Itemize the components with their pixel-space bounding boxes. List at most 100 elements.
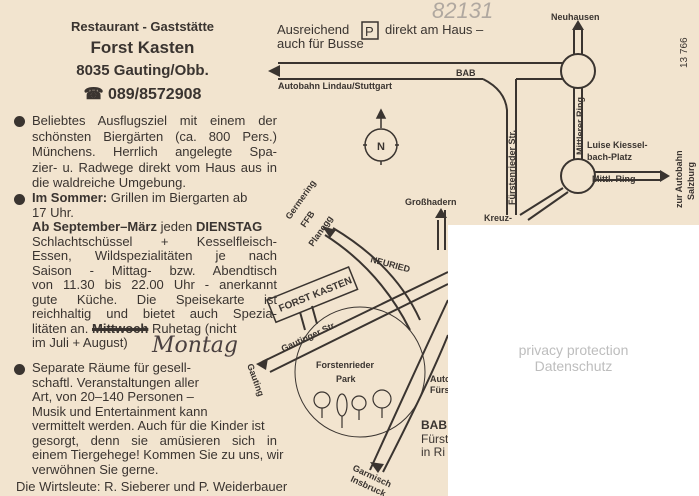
arrow-east-icon bbox=[660, 170, 670, 182]
roundabout-south bbox=[560, 158, 596, 194]
label-luise-2: bach-Platz bbox=[587, 152, 633, 162]
text-line: Beliebtes Ausflugsziel mit einem der bbox=[32, 113, 277, 128]
text-line: zier- u. Radwege direkt vom Haus aus in bbox=[32, 159, 277, 175]
park-outline bbox=[294, 306, 426, 438]
label-park-2: Park bbox=[336, 374, 357, 384]
compass-icon bbox=[363, 108, 399, 165]
label-salzburg-1: zur Autobahn bbox=[674, 150, 684, 208]
parking-text-c: auch für Busse bbox=[277, 36, 364, 51]
text-line: die waldreiche Umgebung. bbox=[32, 175, 186, 191]
roundabout-north bbox=[560, 53, 596, 89]
phone-number: 089/8572908 bbox=[107, 86, 202, 103]
parking-text-b: direkt am Haus – bbox=[385, 22, 484, 37]
card-number: 13 766 bbox=[679, 37, 690, 68]
paragraph-summer: Im Sommer: Grillen im Biergarten ab 17 U… bbox=[14, 190, 277, 351]
bold-label: Im Sommer: bbox=[32, 190, 108, 205]
label-ffb: FFB bbox=[298, 209, 317, 229]
road-garmisch bbox=[369, 299, 449, 473]
label-fuerstenrieder: Fürstenrieder Str. bbox=[507, 130, 517, 205]
label-neuhausen: Neuhausen bbox=[551, 12, 600, 22]
text-line: Art, von 20–140 Personen – bbox=[32, 389, 194, 404]
phone-line: ☎ 089/8572908 bbox=[20, 84, 265, 104]
text-span: litäten an. bbox=[32, 320, 92, 336]
road-access bbox=[299, 305, 318, 331]
label-fuerst: Fürst bbox=[421, 432, 449, 446]
parking-text-a: Ausreichend bbox=[277, 22, 349, 37]
privacy-text-de: Datenschutz bbox=[534, 358, 613, 374]
label-mittlerer-ring: Mittlerer Ring bbox=[575, 97, 585, 155]
parking-p: P bbox=[365, 24, 374, 39]
map-arrows bbox=[256, 20, 670, 473]
road-mittl-ring bbox=[595, 171, 660, 181]
parking-icon bbox=[361, 21, 379, 40]
arrow-planegg-icon bbox=[322, 226, 336, 238]
text-line: verwöhnen Sie gerne. bbox=[32, 461, 159, 477]
label-kreuz: Kreuz- bbox=[484, 213, 512, 223]
text-line: von 11.30 bis 22.00 Uhr - anerkannt bbox=[32, 277, 277, 292]
restaurant-name: Forst Kasten bbox=[90, 38, 195, 57]
label-salzburg-2: Salzburg bbox=[686, 162, 696, 200]
handwritten-number: 82131 bbox=[432, 0, 493, 23]
label-fuers: Fürs bbox=[430, 385, 450, 395]
text-line: gesorgt, denn sie amüsieren sich in bbox=[32, 432, 277, 448]
text-line: reichhaltig und bietet auch Spezia- bbox=[32, 306, 277, 321]
label-park-1: Forstenrieder bbox=[316, 360, 375, 370]
text-line: im Juli + August) bbox=[32, 335, 128, 350]
label-luise-1: Luise Kiessel- bbox=[587, 140, 648, 150]
arrow-grosshadern-icon bbox=[435, 208, 447, 218]
arrow-west-icon bbox=[268, 65, 280, 77]
text-span: Ruhetag (nicht bbox=[148, 320, 237, 336]
road-planegg bbox=[324, 227, 421, 331]
text-line: einem Tiergehege! Kommen Sie zu uns, wir bbox=[32, 447, 284, 462]
road-gautinger bbox=[261, 271, 449, 373]
handwritten-correction: Montag bbox=[152, 333, 238, 358]
text-line: Musik und Entertainment kann bbox=[32, 403, 208, 419]
forst-kasten-marker: FORST KASTEN bbox=[266, 266, 359, 324]
text-line: Schlachtschüssel + Kesselfleisch- bbox=[32, 233, 277, 249]
text-line: Münchens. Herrlich angelegte Spa- bbox=[32, 144, 277, 160]
text-line: schaftl. Veranstaltungen aller bbox=[32, 374, 199, 390]
text-line: gute Küche. Die Speisekarte ist bbox=[32, 291, 277, 307]
road-fuerstenrieder bbox=[482, 78, 517, 215]
map-roads bbox=[261, 30, 660, 473]
hosts-footer: Die Wirtsleute: R. Sieberer und P. Weide… bbox=[16, 479, 288, 494]
text-line: 17 Uhr. bbox=[32, 204, 74, 220]
road-neuhausen bbox=[573, 30, 583, 54]
telephone-icon: ☎ bbox=[83, 86, 104, 103]
label-gautinger-str: Gautinger Str. bbox=[280, 320, 338, 354]
arrow-gauting-icon bbox=[256, 358, 268, 370]
struck-text: Mittwoch bbox=[92, 320, 149, 336]
text-span: jeden bbox=[156, 219, 197, 234]
bullet bbox=[14, 194, 25, 205]
label-grosshadern: Großhadern bbox=[405, 197, 457, 207]
label-neuried: NEURIED bbox=[369, 254, 411, 274]
text-line: Essen, Wildspezialitäten je nach bbox=[32, 248, 277, 263]
bullet bbox=[14, 364, 25, 375]
label-bab-2: BAB bbox=[421, 418, 447, 432]
privacy-text: privacy protection bbox=[518, 342, 629, 358]
arrow-north-icon bbox=[572, 20, 584, 30]
address: 8035 Gauting/Obb. bbox=[76, 62, 209, 79]
label-in-ri: in Ri bbox=[421, 445, 445, 459]
bullet bbox=[14, 116, 25, 127]
bold-label: DIENSTAG bbox=[196, 219, 263, 234]
restaurant-subtitle: Restaurant - Gaststätte bbox=[70, 19, 215, 34]
road-connector bbox=[519, 187, 569, 221]
label-auto: Auto bbox=[430, 374, 451, 384]
text-line: vermittelt werden. Auch für die Kinder i… bbox=[32, 418, 265, 433]
label-autobahn-lindau: Autobahn Lindau/Stuttgart bbox=[278, 81, 392, 91]
paragraph-rooms: Separate Räume für gesell- schaftl. Vera… bbox=[14, 360, 284, 477]
label-bab: BAB bbox=[456, 68, 476, 78]
paragraph-attractions: Beliebtes Ausflugsziel mit einem der sch… bbox=[14, 113, 277, 191]
road-mittlerer-ring bbox=[573, 88, 583, 160]
text-line: Separate Räume für gesell- bbox=[32, 360, 191, 375]
bold-label: Ab September–März bbox=[32, 219, 157, 234]
compass-north-label: N bbox=[377, 141, 385, 153]
label-mittl-ring: Mittl. Ring bbox=[592, 174, 636, 184]
text-line: schönsten Biergärten (ca. 800 Pers.) bbox=[32, 128, 277, 144]
arrow-garmisch-icon bbox=[370, 462, 384, 473]
text-span: Grillen im Biergarten ab bbox=[107, 190, 248, 205]
text-line: Saison - Mittag- bzw. Abendtisch bbox=[32, 262, 277, 278]
privacy-overlay: privacy protection Datenschutz bbox=[448, 225, 699, 496]
